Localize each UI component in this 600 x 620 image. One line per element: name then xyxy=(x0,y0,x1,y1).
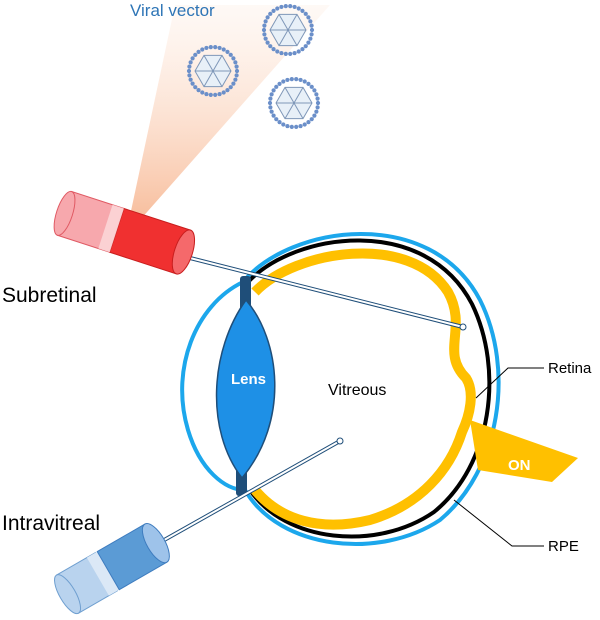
viral-particle-bottom-right-icon xyxy=(267,77,321,129)
rpe-leader-line xyxy=(453,499,544,547)
intravitreal-label: Intravitreal xyxy=(2,512,100,535)
subretinal-label: Subretinal xyxy=(2,284,97,307)
cornea-outline xyxy=(180,280,246,492)
viral-particle-top-right-icon xyxy=(261,4,315,56)
intravitreal-syringe-icon xyxy=(54,523,170,615)
lens-label: Lens xyxy=(231,371,266,388)
retina-leader-line xyxy=(475,367,544,399)
viral-vector-label: Viral vector xyxy=(130,1,215,20)
retina-label: Retina xyxy=(548,360,592,377)
optic-nerve-label: ON xyxy=(508,457,531,474)
rpe-label: RPE xyxy=(548,538,579,555)
retina-layer xyxy=(251,248,476,530)
lens xyxy=(215,298,276,480)
rpe-layer xyxy=(246,238,492,539)
vitreous-label: Vitreous xyxy=(328,382,386,399)
optic-nerve xyxy=(470,420,578,482)
subretinal-syringe-icon xyxy=(53,190,196,275)
sclera-outline xyxy=(241,232,501,546)
viral-particle-left-icon xyxy=(186,45,240,97)
projection-cone xyxy=(128,5,330,225)
